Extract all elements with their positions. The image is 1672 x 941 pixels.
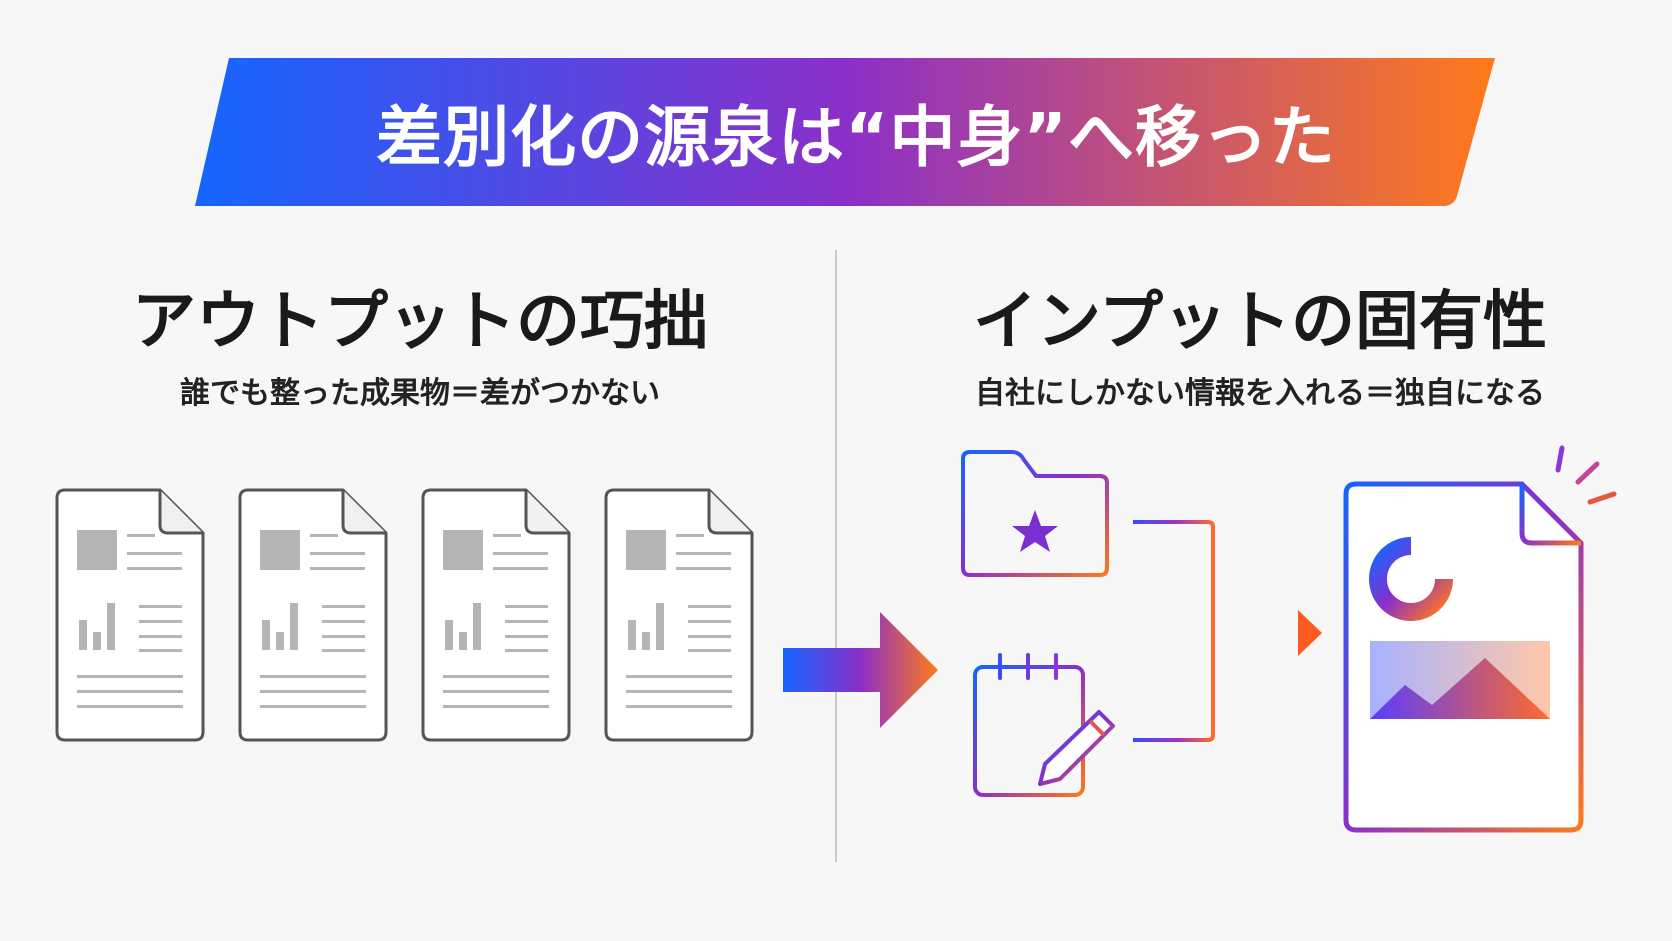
generic-document-icon [55, 488, 205, 742]
right-heading: インプットの固有性 [972, 285, 1548, 359]
left-heading: アウトプットの巧拙 [132, 285, 708, 359]
connector-arrow-icon [1298, 610, 1322, 656]
center-divider [835, 250, 837, 862]
unique-document-icon [1343, 481, 1584, 833]
generic-document-icon [238, 488, 388, 742]
title-banner: 差別化の源泉は“中身”へ移った [195, 58, 1495, 206]
generic-document-icon [604, 488, 754, 742]
folder-star-icon [961, 450, 1109, 577]
banner-title: 差別化の源泉は“中身”へ移った [376, 99, 1336, 176]
sparkle-icon [1555, 445, 1617, 505]
left-subheading: 誰でも整った成果物＝差がつかない [180, 376, 660, 411]
banner-background [195, 58, 1495, 206]
generic-document-icon [421, 488, 571, 742]
big-arrow-icon [783, 612, 938, 728]
connector-lines [1133, 520, 1302, 742]
notepad-pencil-icon [973, 653, 1115, 797]
right-subheading: 自社にしかない情報を入れる＝独自になる [975, 376, 1545, 411]
